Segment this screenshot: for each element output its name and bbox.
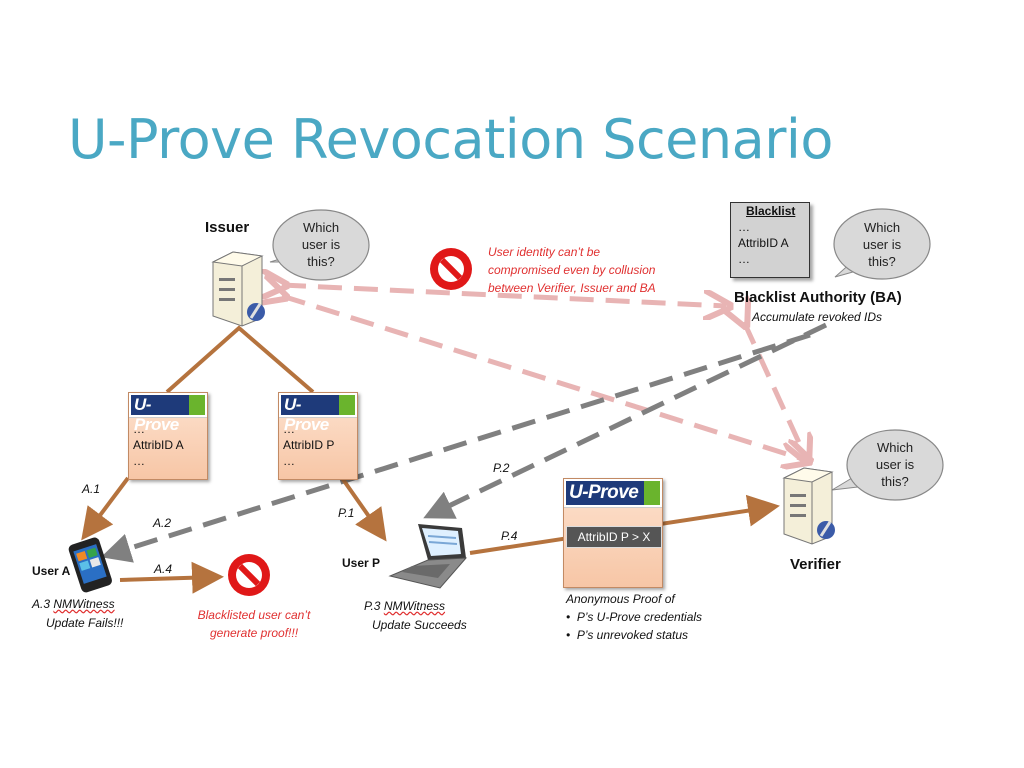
ba-subtitle: Accumulate revoked IDs <box>752 310 883 324</box>
issuer-label: Issuer <box>205 219 250 236</box>
blacklist-line: AttribID A <box>738 236 789 250</box>
user-p-label: User P <box>342 556 381 570</box>
credential-card-p: U-Prove …AttribID P… <box>278 392 358 480</box>
laptop-icon <box>388 524 468 589</box>
no-sign-icon-collusion <box>430 248 472 290</box>
verifier-label: Verifier <box>790 556 841 573</box>
uprove-logo: U-Prove <box>129 393 207 434</box>
arrow-issuer-verifier <box>282 296 806 460</box>
proof-pill: AttribID P > X <box>566 526 662 548</box>
blacklist-line: … <box>738 220 750 234</box>
no-sign-icon-blacklisted <box>228 554 270 596</box>
blacklist-header: Blacklist <box>746 204 796 218</box>
uprove-logo: U-Prove <box>564 479 662 508</box>
uprove-logo: U-Prove <box>279 393 357 434</box>
issuer-speech-bubble <box>269 209 370 281</box>
step-a4-label: A.4 <box>154 562 173 576</box>
phone-icon <box>68 537 112 593</box>
issuer-server-icon <box>211 251 265 327</box>
issuer-tree <box>165 325 315 394</box>
arrow-a2 <box>100 332 811 563</box>
credential-card-a: U-Prove …AttribID A… <box>128 392 208 480</box>
step-p1-label: P.1 <box>338 506 355 520</box>
step-p2-label: P.2 <box>493 461 510 475</box>
ba-label: Blacklist Authority (BA) <box>734 289 902 306</box>
p3-note: P.3 NMWitness Update Succeeds <box>364 599 467 632</box>
verifier-server-icon <box>782 467 835 545</box>
arrow-a4 <box>119 561 224 594</box>
arrow-a1 <box>81 476 130 541</box>
arrow-p2 <box>423 322 828 519</box>
a3-note: A.3 NMWitness Update Fails!!! <box>32 597 124 630</box>
step-a1-label: A.1 <box>82 482 101 496</box>
blacklist-line: … <box>738 252 750 266</box>
step-a2-label: A.2 <box>153 516 172 530</box>
verifier-speech-bubble <box>831 429 944 501</box>
step-p4-label: P.4 <box>501 529 518 543</box>
user-a-label: User A <box>32 564 71 578</box>
ba-speech-bubble <box>833 208 931 280</box>
page-title: U-Prove Revocation Scenario <box>68 108 833 171</box>
arrow-p1 <box>340 476 387 542</box>
arrow-ba-verifier <box>744 322 806 458</box>
blacklist-box: Blacklist … AttribID A … <box>730 202 810 278</box>
proof-note: Anonymous Proof of • P’s U-Prove credent… <box>566 592 703 642</box>
